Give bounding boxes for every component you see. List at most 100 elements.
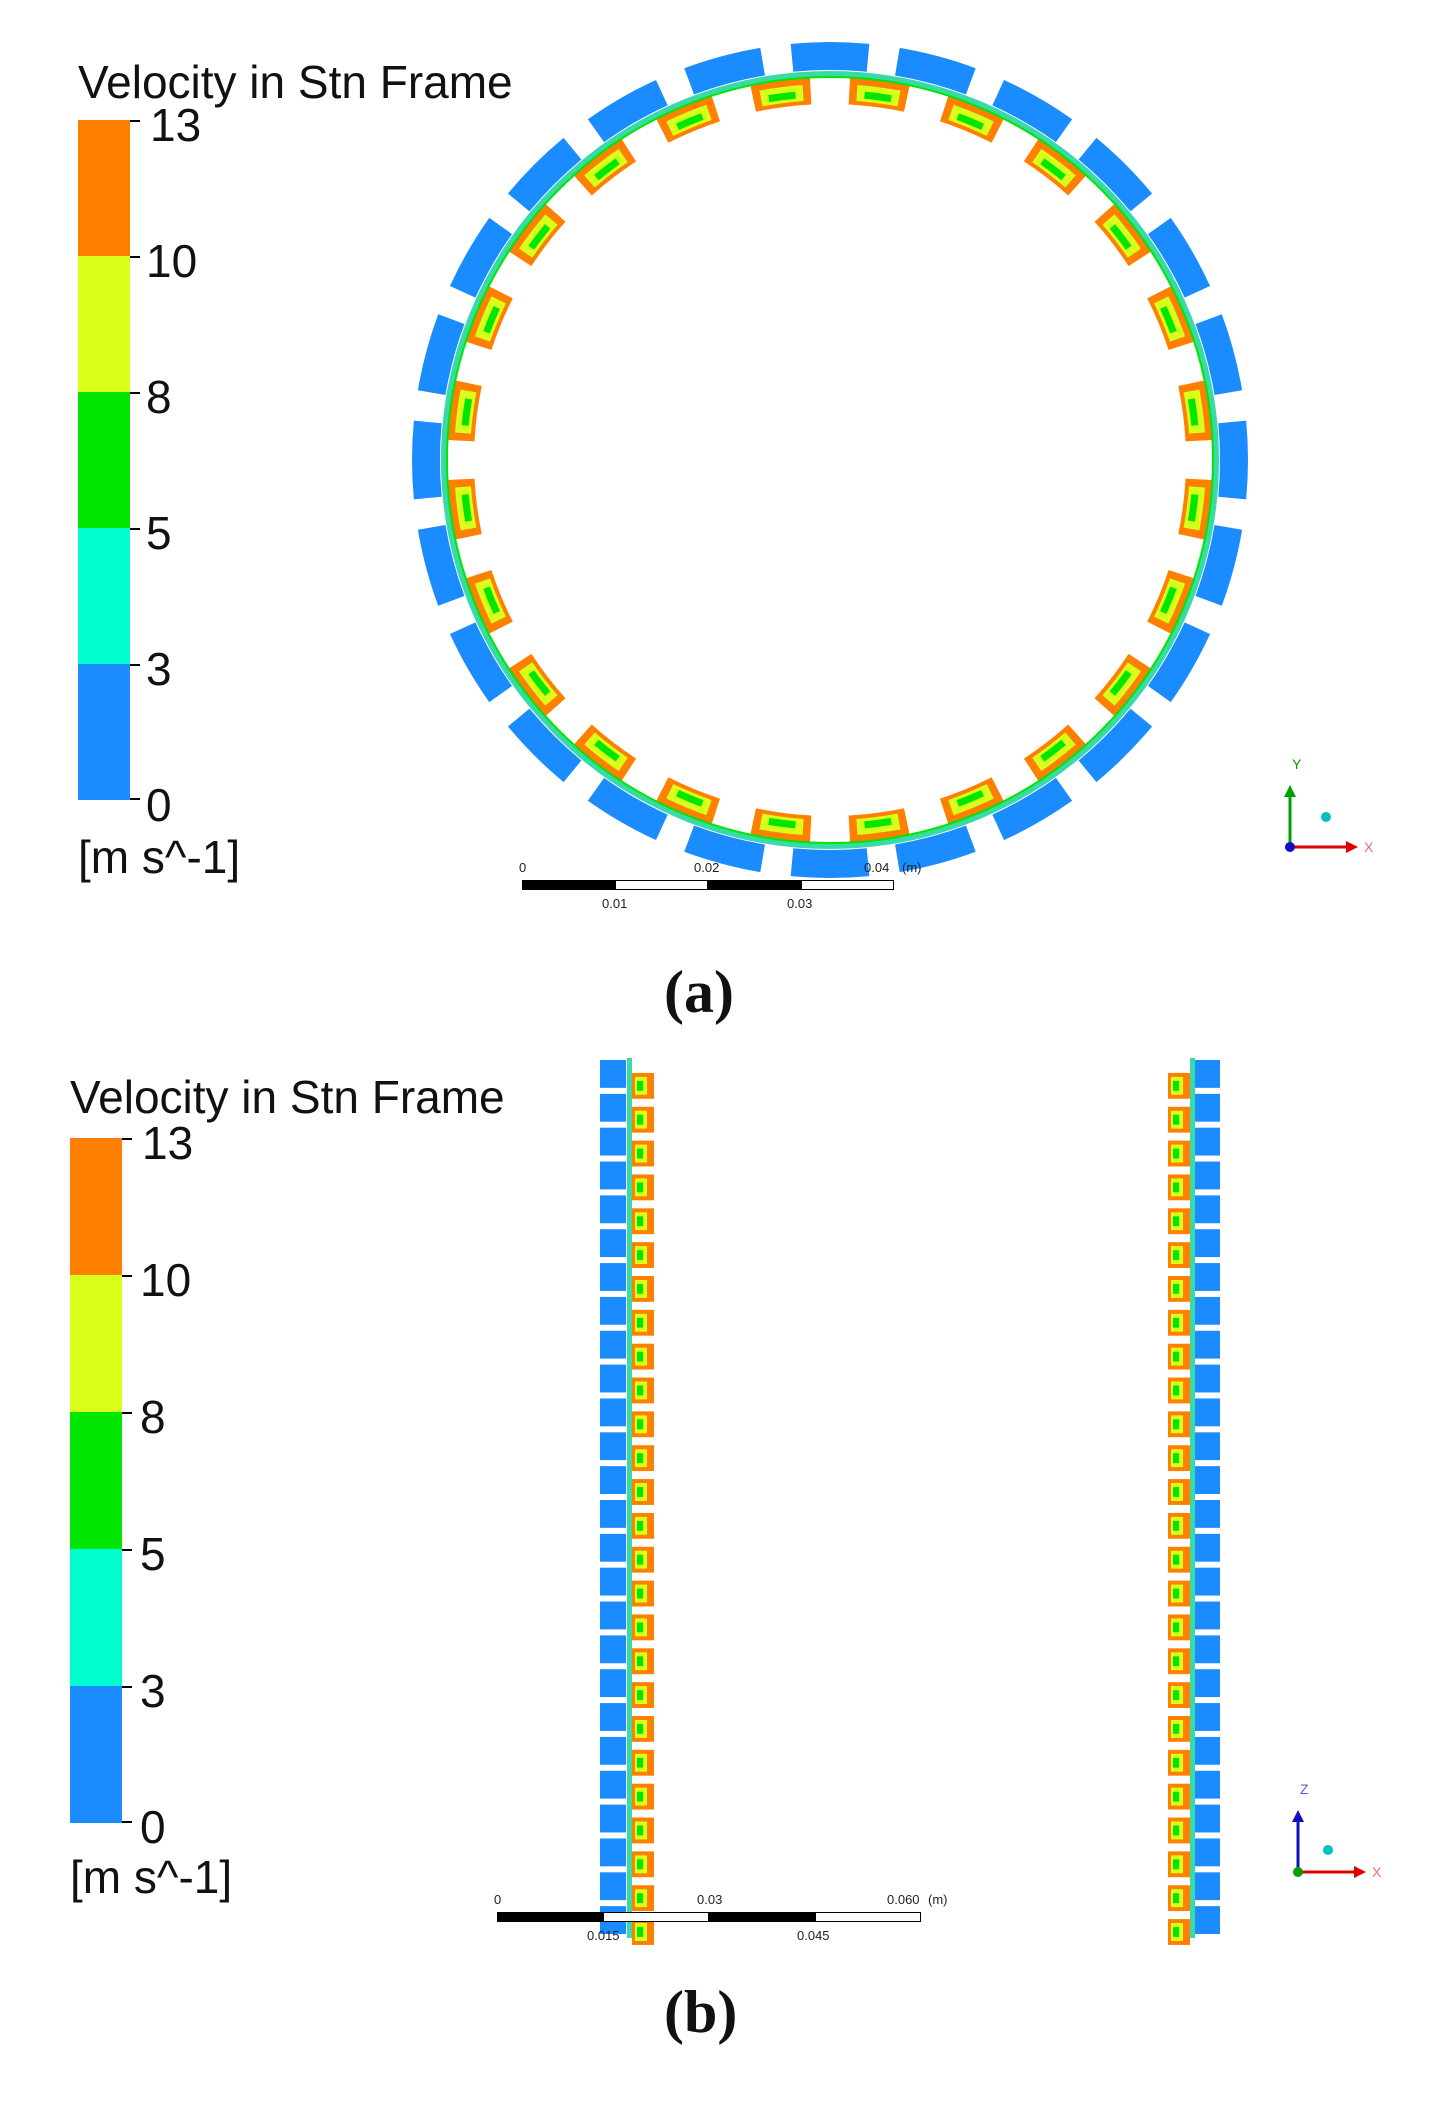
right-strip-inner-slot-core-green (1173, 1588, 1179, 1599)
left-strip-outer-slot (600, 1635, 626, 1664)
left-strip-outer-slot (600, 1161, 626, 1190)
left-strip-outer-slot (600, 1195, 626, 1224)
legend-tick-mark (122, 1549, 132, 1551)
inner-slot-core-green (528, 224, 551, 250)
legend-band-yellow (78, 256, 130, 392)
right-strip-outer-slot (1194, 1906, 1220, 1934)
inner-slot-core-green (594, 158, 620, 181)
left-strip-outer-slot (600, 1364, 626, 1393)
left-strip-inner-slot-core-green (637, 1284, 643, 1294)
outer-slot (1147, 622, 1211, 703)
legend-tick-label: 13 (150, 99, 202, 151)
inner-slot-core-green (956, 113, 985, 130)
left-strip-inner-slot-core-green (637, 1656, 643, 1667)
axis-origin (1285, 842, 1295, 852)
legend-tick-label: 8 (140, 1391, 166, 1443)
scale-label: 0.02 (694, 860, 720, 875)
legend-tick-label: 5 (146, 507, 172, 559)
legend-units: [m s^-1] (78, 831, 241, 883)
left-strip-outer-slot (600, 1127, 626, 1156)
right-strip-inner-slot-core-green (1173, 1182, 1179, 1193)
inner-slot-core-green (1160, 586, 1177, 615)
left-strip-outer-slot (600, 1296, 626, 1325)
inner-slot-core-green (768, 91, 796, 103)
left-strip-inner-slot-core-green (637, 1250, 643, 1260)
legend-title: Velocity in Stn Frame (78, 56, 513, 108)
right-strip-outer-slot (1194, 1432, 1220, 1461)
legend-tick-label: 10 (146, 235, 198, 287)
right-strip-outer-slot (1194, 1263, 1220, 1291)
outer-slot (417, 314, 465, 395)
left-strip-inner-slot-core-green (637, 1825, 643, 1836)
legend-band-orange (70, 1138, 122, 1275)
inner-slot-core-green (483, 586, 500, 615)
outer-slot (992, 79, 1073, 143)
outer-slot (449, 622, 513, 703)
left-strip-outer-slot (600, 1500, 626, 1528)
outer-slot (790, 848, 870, 878)
outer-slot (507, 708, 582, 783)
right-strip-inner-slot-core-green (1173, 1825, 1179, 1836)
view-dot (1323, 1845, 1333, 1855)
left-strip-outer-slot (600, 1398, 626, 1427)
outer-slot (1078, 137, 1153, 212)
outer-slot (417, 525, 465, 606)
scale-label: 0.04 (864, 860, 890, 875)
legend-tick-mark (130, 256, 140, 258)
left-strip-inner-slot-core-green (637, 1724, 643, 1734)
outer-slot (684, 47, 765, 95)
color-legend-bar (70, 1138, 122, 1823)
left-strip-inner-slot-core-green (637, 1859, 643, 1870)
outer-slot (790, 41, 870, 72)
legend-band-orange (78, 120, 130, 256)
scale-seg-white (615, 880, 708, 890)
legend-tick-label: 13 (142, 1117, 194, 1169)
legend-band-cyan (70, 1549, 122, 1686)
left-strip-inner-slot-core-green (637, 1588, 643, 1599)
left-strip-inner-slot-core-green (637, 1080, 643, 1091)
scale-seg-white (603, 1912, 709, 1922)
outer-slot (1147, 217, 1211, 298)
legend-tick-mark (130, 664, 140, 666)
axis-triad: Y X (1284, 756, 1374, 855)
outer-slot (587, 79, 668, 143)
right-air-gap (1190, 1058, 1195, 1938)
left-strip-inner-slot-core-green (637, 1791, 643, 1802)
left-strip-outer-slot (600, 1601, 626, 1630)
legend-units: [m s^-1] (70, 1851, 233, 1903)
legend-tick-label: 3 (146, 643, 172, 695)
legend-tick-label: 8 (146, 371, 172, 423)
inner-slot-core-green (528, 670, 551, 696)
x-axis-label: X (1364, 839, 1374, 855)
right-strip-outer-slot (1194, 1466, 1220, 1494)
left-strip-inner-slot-core-green (637, 1927, 643, 1937)
left-strip-outer-slot (600, 1567, 626, 1596)
outer-slot (684, 825, 765, 873)
left-strip-outer-slot (600, 1466, 626, 1494)
right-strip-outer-slot (1194, 1127, 1220, 1156)
right-strip-inner-slot-core-green (1173, 1757, 1179, 1768)
scale-label: 0 (519, 860, 527, 875)
left-strip-outer-slot (600, 1770, 626, 1799)
scale-seg-black (497, 1912, 603, 1922)
color-legend-bar (78, 120, 130, 800)
left-strip-inner-slot-core-green (637, 1317, 643, 1328)
right-strip-inner-slot-core-green (1173, 1927, 1179, 1937)
left-strip-inner-slot-core-green (637, 1690, 643, 1700)
legend-tick-label: 5 (140, 1528, 166, 1580)
right-strip-inner-slot-core-green (1173, 1148, 1179, 1159)
z-arrow-head (1292, 1810, 1304, 1822)
right-strip-inner-slot-core-green (1173, 1284, 1179, 1294)
left-strip-outer-slot (600, 1703, 626, 1731)
inner-slot-core-green (594, 739, 620, 762)
right-strip-outer-slot (1194, 1195, 1220, 1224)
right-strip-inner-slot-core-green (1173, 1080, 1179, 1091)
left-strip-inner-slot-core-green (637, 1554, 643, 1565)
panel-b: Velocity in Stn Frame 13 10 8 5 3 0 [m s… (0, 1040, 1444, 2070)
left-strip-outer-slot (600, 1736, 626, 1765)
axis-origin (1293, 1867, 1303, 1877)
inner-slot-core-green (461, 398, 473, 426)
left-strip-inner-slot-core-green (637, 1520, 643, 1531)
outer-slot (1218, 420, 1248, 500)
inner-slot-core-green (864, 817, 892, 829)
